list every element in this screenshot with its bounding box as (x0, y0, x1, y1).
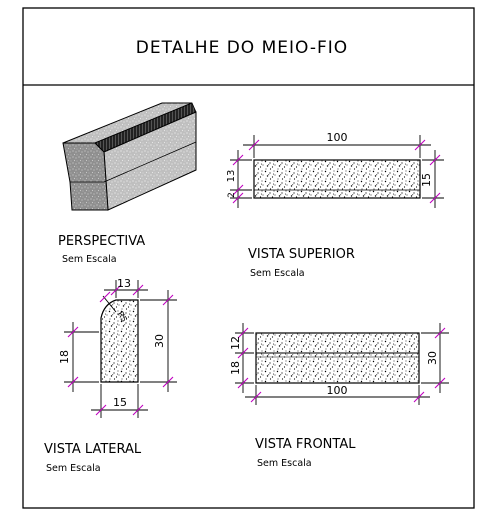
curb-face-joint (103, 141, 197, 183)
front-dim-length: 100 (327, 384, 348, 397)
front-view-title: VISTA FRONTAL (255, 437, 356, 452)
side-view-title: VISTA LATERAL (44, 442, 142, 457)
top-dim-inner-small: 2 (227, 192, 237, 198)
perspective-view (62, 102, 197, 211)
side-view-scale: Sem Escala (46, 463, 101, 474)
side-dim-top: 13 (117, 277, 131, 290)
side-dim-left: 18 (58, 350, 71, 364)
top-view-scale: Sem Escala (250, 268, 305, 279)
sheet-border (22, 7, 475, 509)
side-dim-right: 30 (153, 334, 166, 348)
top-dim-inner-left: 13 (226, 170, 237, 183)
front-view (235, 323, 449, 405)
front-dim-upper: 12 (229, 336, 242, 350)
front-dim-right: 30 (426, 351, 439, 365)
sheet-title: DETALHE DO MEIO-FIO (136, 38, 348, 58)
top-view-slab (253, 159, 421, 199)
side-dim-bottom: 15 (113, 396, 127, 409)
top-view (230, 135, 444, 208)
side-view-profile (100, 299, 139, 383)
front-view-scale: Sem Escala (257, 458, 312, 469)
front-view-slab (255, 332, 420, 384)
front-dim-lower: 18 (229, 361, 242, 375)
perspective-scale: Sem Escala (62, 254, 117, 265)
perspective-title: PERSPECTIVA (58, 234, 145, 249)
top-dim-right: 15 (420, 173, 433, 187)
top-dim-length: 100 (327, 131, 348, 144)
top-view-title: VISTA SUPERIOR (248, 247, 355, 262)
side-view (64, 280, 177, 418)
curb-side-face (62, 142, 109, 211)
